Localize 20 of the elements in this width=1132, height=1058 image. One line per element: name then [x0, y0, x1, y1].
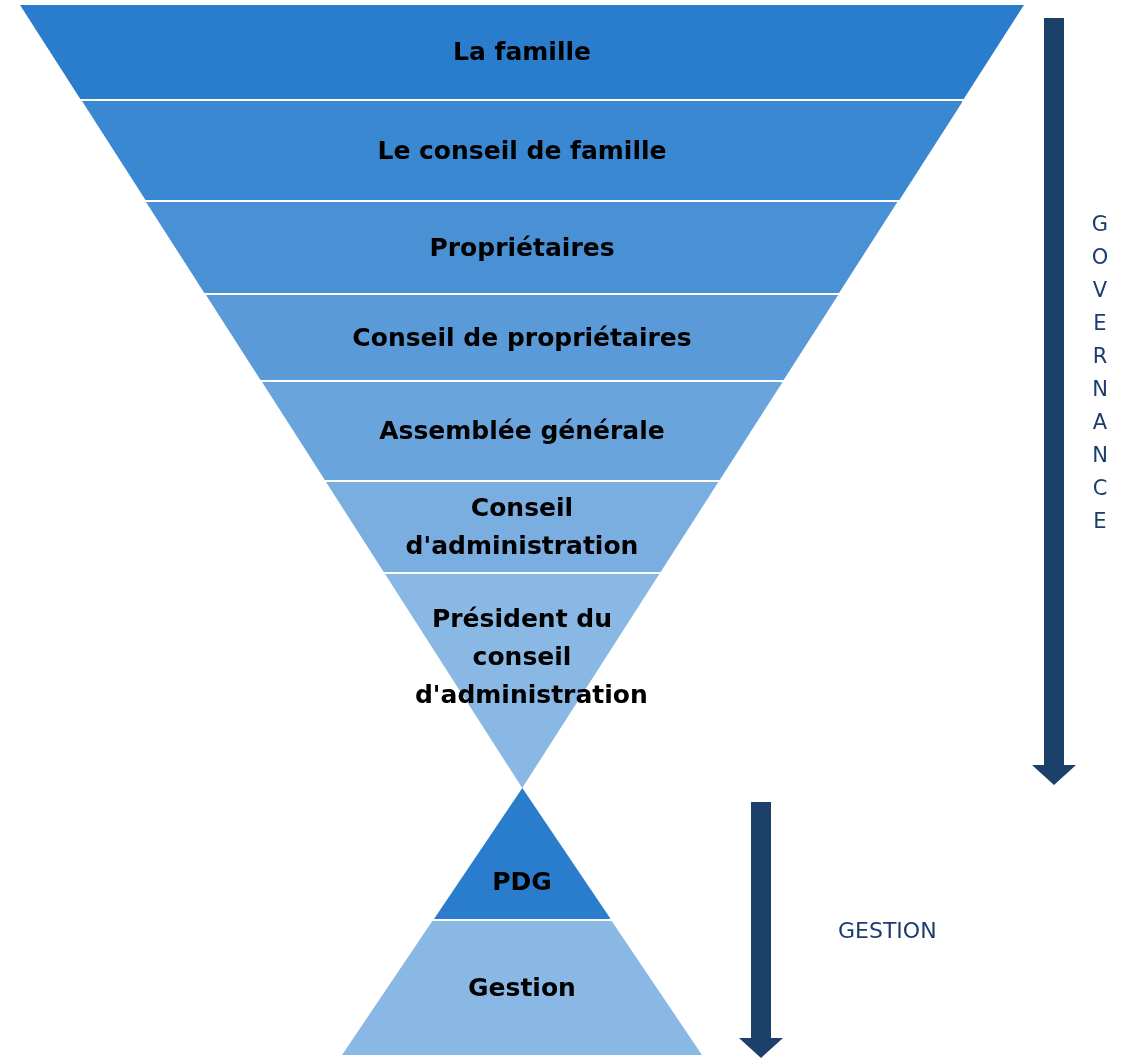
band-label: Conseil d'administration — [404, 492, 640, 562]
band-label: Gestion — [467, 972, 577, 1004]
funnel-band — [205, 295, 839, 380]
funnel-tip — [433, 788, 611, 919]
funnel-band — [81, 101, 963, 200]
band-label: Président du conseil d'administration — [413, 603, 649, 711]
band-label: Assemblée générale — [378, 415, 666, 447]
vertical-axis-label: GOVERNANCE — [1088, 212, 1112, 542]
band-label: Propriétaires — [428, 231, 616, 264]
funnel-band — [20, 5, 1024, 99]
band-label: Le conseil de famille — [376, 134, 668, 167]
band-label: PDG — [491, 866, 553, 899]
band-label: La famille — [452, 36, 592, 68]
funnel-band — [261, 382, 783, 480]
band-label: Conseil de propriétaires — [351, 321, 693, 354]
funnel-tip — [384, 574, 660, 788]
funnel-band — [325, 482, 719, 572]
axis-label: GESTION — [838, 918, 937, 943]
funnel-band — [146, 202, 898, 293]
pyramid-base — [342, 921, 702, 1055]
